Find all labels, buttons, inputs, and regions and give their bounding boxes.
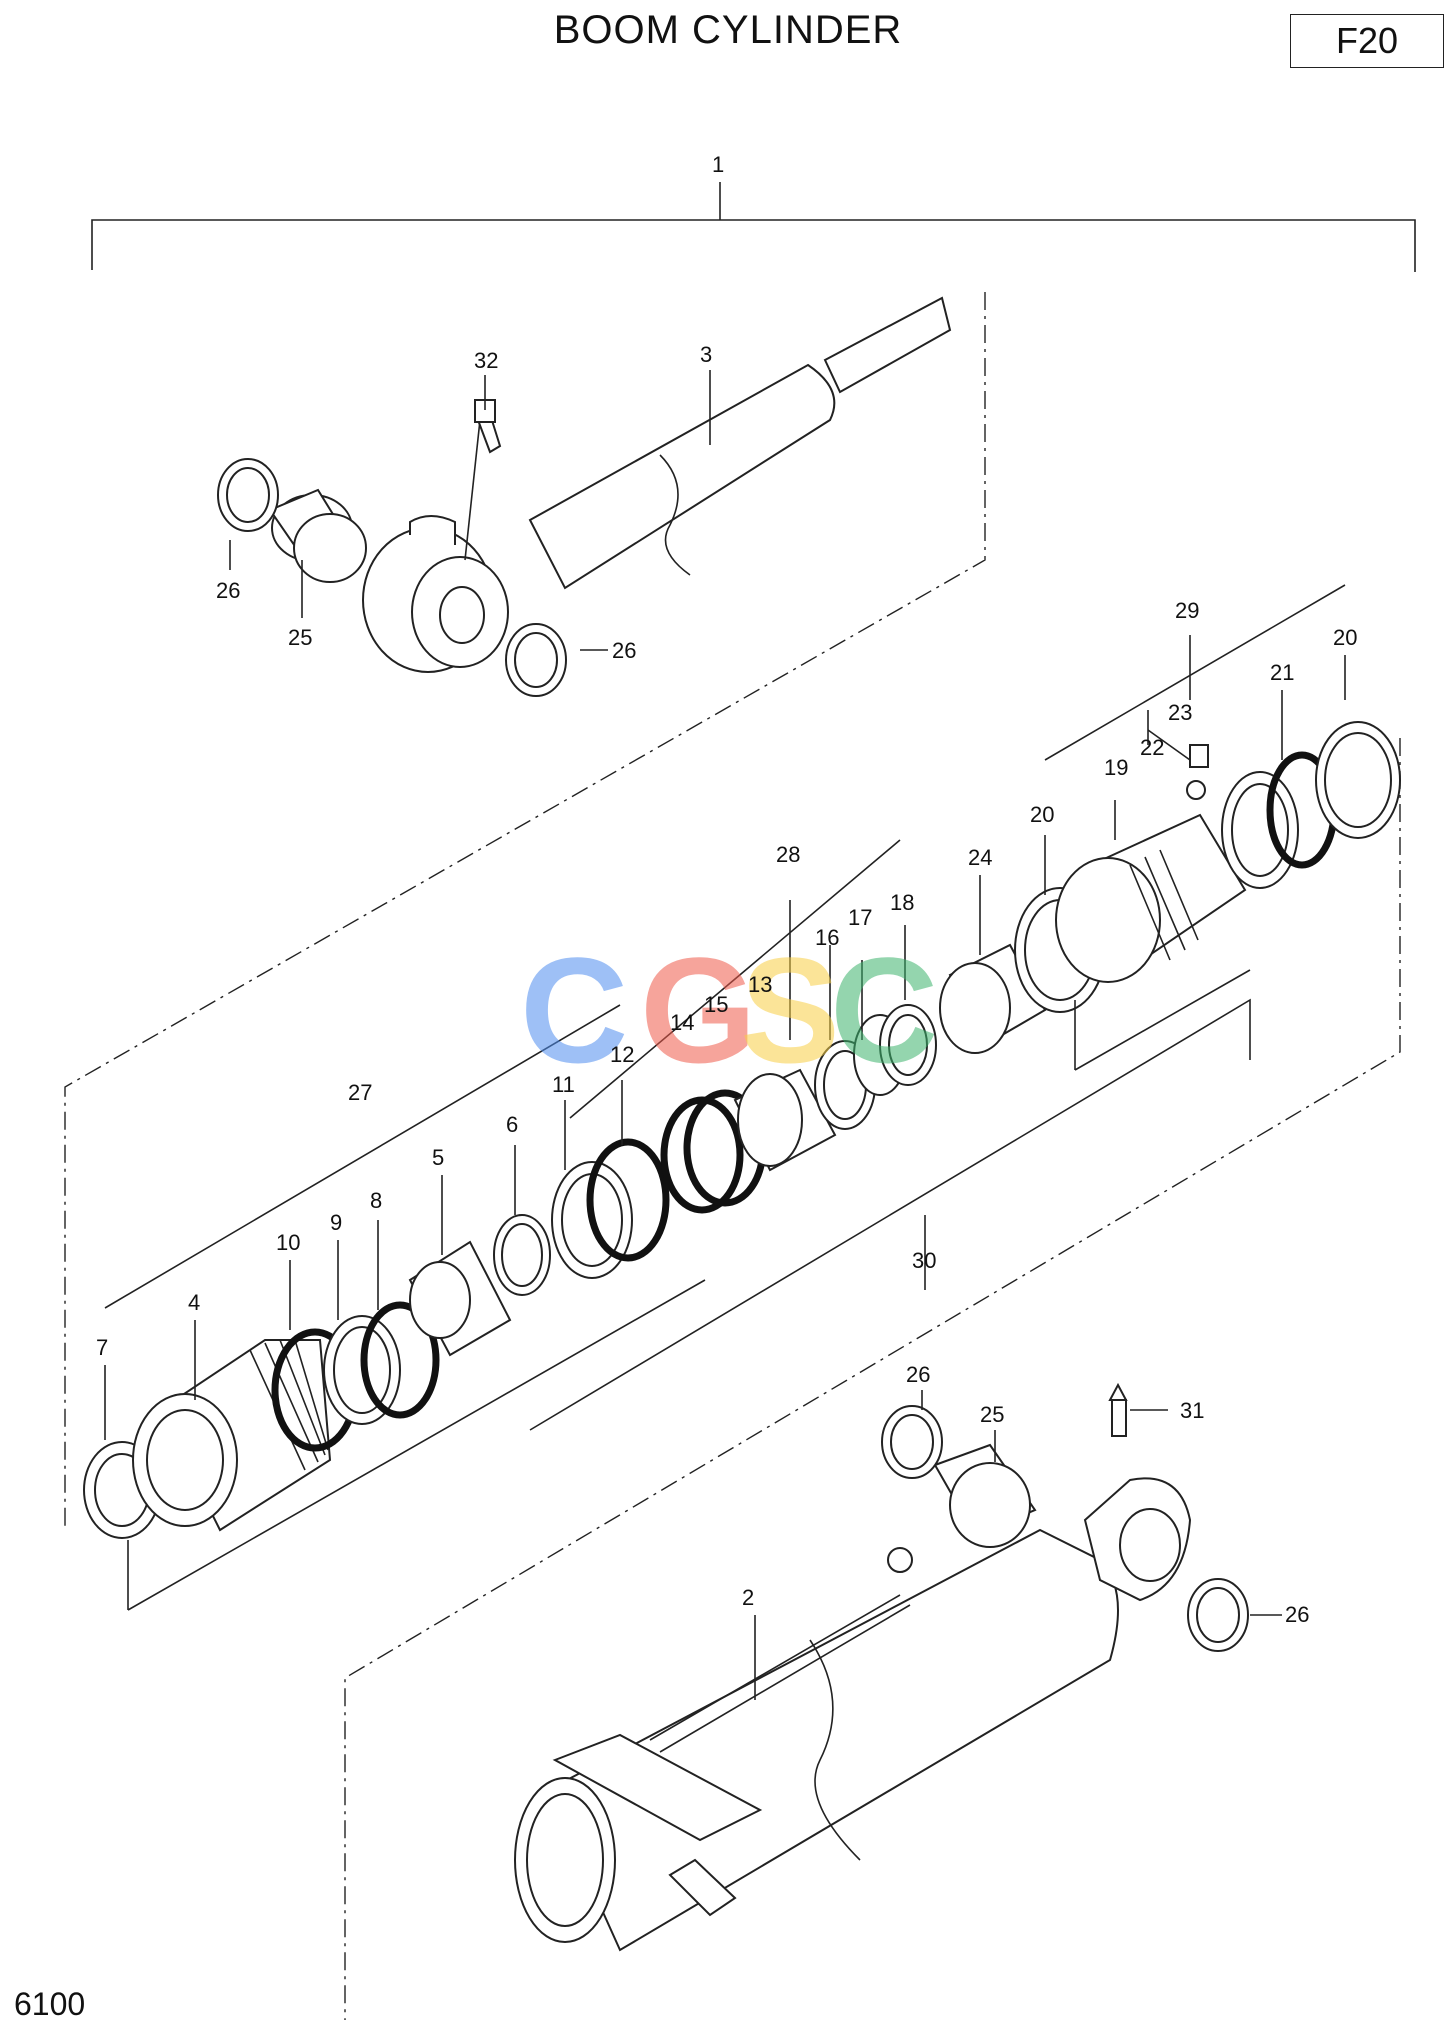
callout-20-right: 20 <box>1333 625 1357 650</box>
callout-2: 2 <box>742 1585 754 1610</box>
callout-1: 1 <box>712 152 724 177</box>
dust-seal-26-top-left <box>217 458 279 532</box>
callout-15: 15 <box>704 992 728 1017</box>
callout-16: 16 <box>815 925 839 950</box>
callout-21: 21 <box>1270 660 1294 685</box>
callout-27: 27 <box>348 1080 372 1105</box>
bushing-25-bottom <box>933 1443 1037 1548</box>
callout-6: 6 <box>506 1112 518 1137</box>
steel-ball-22 <box>1186 780 1206 800</box>
wear-ring-20-right <box>1315 721 1401 839</box>
callout-28: 28 <box>776 842 800 867</box>
cylinder-tube <box>514 1477 1192 1952</box>
callout-14: 14 <box>670 1010 694 1035</box>
bushing-5 <box>408 1240 512 1357</box>
cgsc-watermark: C G S C <box>520 926 938 1094</box>
callout-26-bottom-left: 26 <box>906 1362 930 1387</box>
callout-26-top-right: 26 <box>612 638 636 663</box>
callout-22: 22 <box>1140 735 1164 760</box>
group-28-bracket <box>529 839 1251 1431</box>
piston-19 <box>1055 813 1247 983</box>
group-27-bracket <box>104 1004 706 1611</box>
tube-group-outline <box>344 738 1401 2020</box>
svg-text:C: C <box>520 926 628 1094</box>
group-29-bracket <box>1044 584 1346 1071</box>
cushion-24 <box>939 943 1047 1054</box>
dust-seal-26-bottom-left <box>881 1405 943 1479</box>
svg-text:S: S <box>740 926 840 1094</box>
callout-9: 9 <box>330 1210 342 1235</box>
page-number: 6100 <box>14 1986 86 2022</box>
rod-group-outline <box>64 292 986 1530</box>
snap-ring-6 <box>493 1214 551 1296</box>
callout-19: 19 <box>1104 755 1128 780</box>
diagram-title: BOOM CYLINDER <box>553 8 903 52</box>
callout-4: 4 <box>188 1290 200 1315</box>
assembly-bracket <box>91 182 1416 272</box>
dust-seal-26-bottom-right <box>1187 1578 1249 1652</box>
o-ring-8 <box>360 1301 440 1419</box>
callout-3: 3 <box>700 342 712 367</box>
o-ring-12 <box>586 1138 670 1262</box>
dust-seal-26-top-right <box>505 623 567 697</box>
callout-24: 24 <box>968 845 992 870</box>
callout-17: 17 <box>848 905 872 930</box>
rod-cover-4 <box>132 1339 332 1532</box>
callout-31: 31 <box>1180 1398 1204 1423</box>
callout-18: 18 <box>890 890 914 915</box>
set-screw-23 <box>1189 744 1209 768</box>
callout-23: 23 <box>1168 700 1192 725</box>
callout-26-top-left: 26 <box>216 578 240 603</box>
callout-12: 12 <box>610 1042 634 1067</box>
callout-11: 11 <box>552 1072 575 1097</box>
callout-25-top: 25 <box>288 625 312 650</box>
callout-30: 30 <box>912 1248 936 1273</box>
grease-nipple-31 <box>1108 1382 1128 1437</box>
callout-8: 8 <box>370 1188 382 1213</box>
callout-32: 32 <box>474 348 498 373</box>
callout-10: 10 <box>276 1230 300 1255</box>
callout-labels: 1 2 3 4 5 6 7 8 9 10 11 12 13 14 15 16 1… <box>96 152 1357 1627</box>
callout-5: 5 <box>432 1145 444 1170</box>
callout-29: 29 <box>1175 598 1199 623</box>
callout-25-bottom: 25 <box>980 1402 1004 1427</box>
spacer-13 <box>733 1068 837 1172</box>
callout-13: 13 <box>748 972 772 997</box>
bushing-25-top <box>268 488 367 583</box>
callout-20-left: 20 <box>1030 802 1054 827</box>
svg-text:G: G <box>640 926 757 1094</box>
piston-rod <box>362 296 952 673</box>
callout-26-bottom-right: 26 <box>1285 1602 1309 1627</box>
seal-21-ring <box>1221 771 1299 889</box>
callout-leaders <box>104 370 1346 1700</box>
figure-code-box: F20 <box>1290 14 1444 68</box>
ring-18 <box>879 1004 937 1086</box>
svg-text:C: C <box>830 926 938 1094</box>
callout-7: 7 <box>96 1335 108 1360</box>
